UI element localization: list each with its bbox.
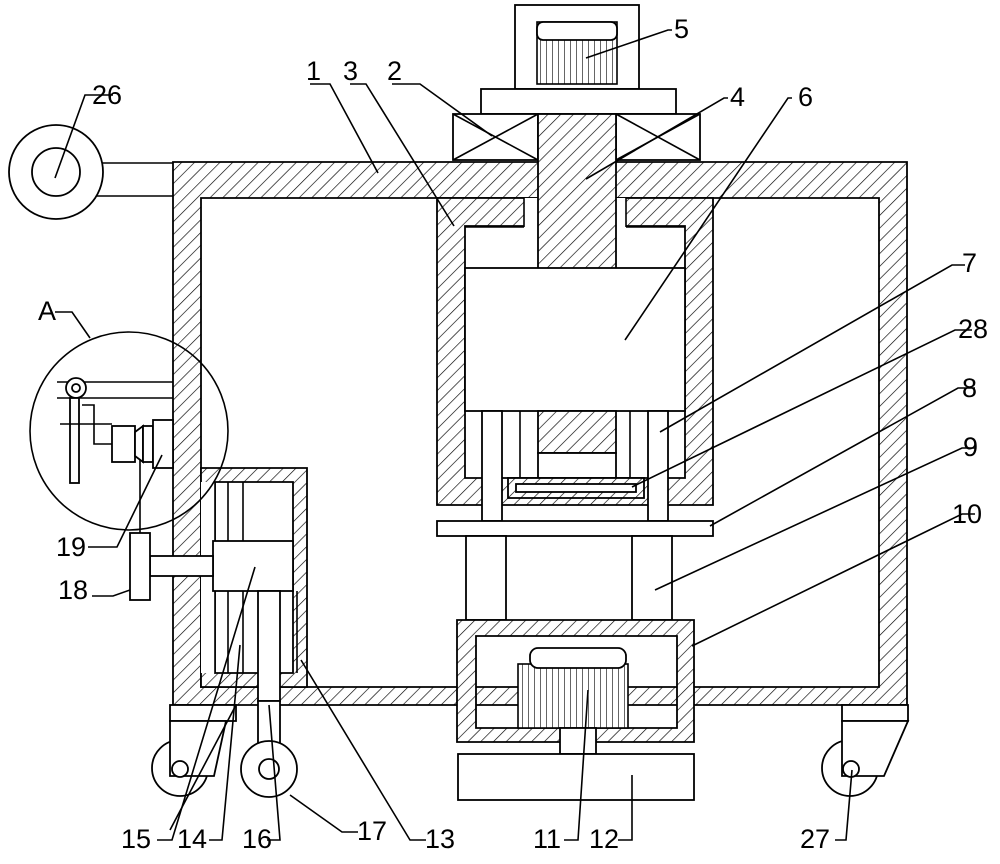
right-caster	[821, 704, 910, 797]
callout-labels: 1 3 2 5 4 6 26 7 28 8 9 10 A 19 18 15 14…	[38, 14, 988, 854]
guide-rods	[481, 410, 669, 522]
callout-27: 27	[800, 824, 830, 854]
leader-lines	[54, 29, 976, 841]
motor-box	[456, 619, 695, 743]
callout-14: 14	[177, 824, 207, 854]
left-caster	[151, 704, 237, 797]
base-plate	[457, 753, 695, 801]
callout-26: 26	[92, 80, 122, 110]
callout-8: 8	[962, 373, 977, 403]
callout-28: 28	[958, 314, 988, 344]
callout-10: 10	[952, 499, 982, 529]
piston-assembly	[212, 482, 298, 702]
callout-1: 1	[306, 56, 321, 86]
lower-motor	[517, 647, 629, 755]
handle	[8, 124, 173, 220]
callout-12: 12	[589, 824, 619, 854]
detail-label-a: A	[38, 296, 56, 326]
callout-3: 3	[343, 56, 358, 86]
front-wheel	[240, 700, 298, 798]
callout-19: 19	[56, 532, 86, 562]
callout-5: 5	[674, 14, 689, 44]
callout-16: 16	[242, 824, 272, 854]
support-columns	[465, 535, 673, 621]
callout-2: 2	[387, 56, 402, 86]
callout-13: 13	[425, 824, 455, 854]
callout-18: 18	[58, 575, 88, 605]
plate	[436, 520, 714, 537]
callout-4: 4	[730, 82, 745, 112]
callout-15: 15	[121, 824, 151, 854]
top-motor	[480, 4, 677, 115]
inner-block	[507, 410, 645, 499]
callout-9: 9	[963, 432, 978, 462]
callout-17: 17	[357, 816, 387, 846]
shaft	[537, 113, 617, 271]
detail-view-a	[29, 331, 229, 531]
callout-7: 7	[962, 248, 977, 278]
callout-11: 11	[533, 824, 561, 854]
callout-6: 6	[798, 82, 813, 112]
rod-and-clamp	[129, 455, 214, 601]
drum	[464, 267, 686, 412]
